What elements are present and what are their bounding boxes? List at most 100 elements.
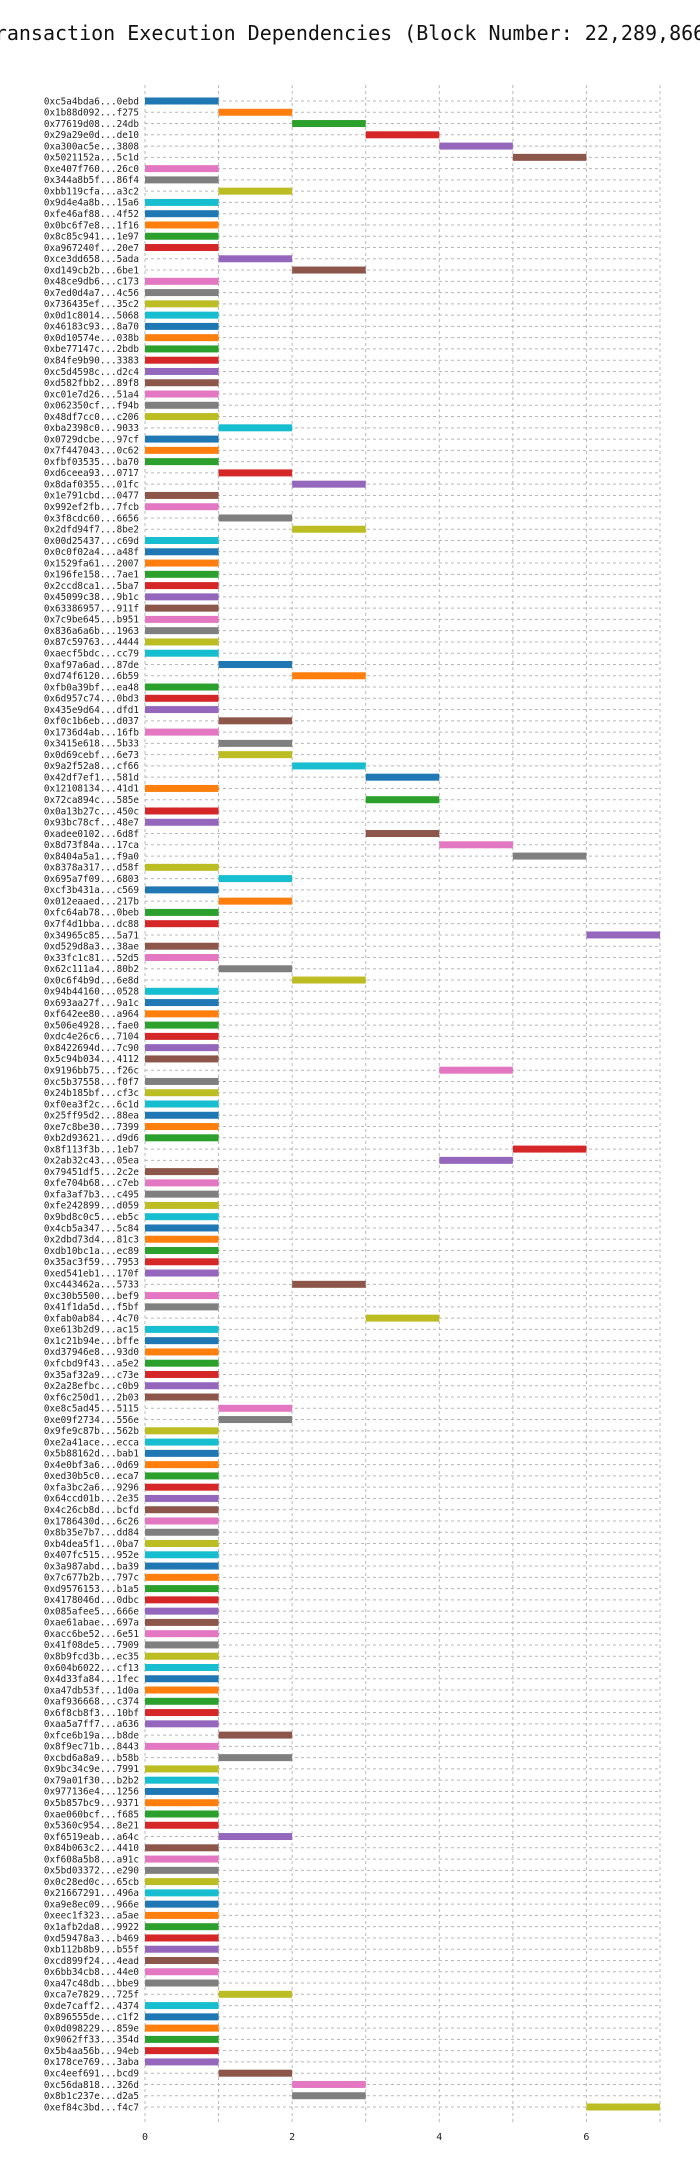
transaction-label: 0x29a29e0d...de10 (44, 130, 139, 141)
transaction-bar (218, 2069, 293, 2077)
transaction-bar (145, 165, 219, 173)
transaction-bar (145, 1348, 219, 1356)
transaction-label: 0x736435ef...35c2 (44, 299, 139, 310)
transaction-bar (145, 289, 219, 297)
transaction-bar (145, 390, 219, 398)
transaction-bar (145, 1449, 219, 1457)
transaction-label: 0x79a01f30...b2b2 (44, 1775, 139, 1786)
transaction-label: 0x41f08de5...7909 (44, 1640, 139, 1651)
transaction-label: 0x48df7cc0...c206 (44, 412, 139, 423)
transaction-bar (145, 210, 219, 218)
transaction-label: 0x0d69cebf...6e73 (44, 750, 139, 761)
transaction-bar (145, 1596, 219, 1604)
transaction-bar (292, 2092, 366, 2100)
transaction-bar (218, 739, 293, 747)
transaction-label: 0xfce6b19a...b8de (44, 1730, 140, 1741)
transaction-label: 0x9a2f52a8...cf66 (44, 761, 139, 772)
transaction-label: 0xa967240f...20e7 (44, 243, 139, 254)
transaction-label: 0x1e791cbd...0477 (44, 491, 139, 502)
transaction-bar (145, 1663, 219, 1671)
transaction-label: 0xd149cb2b...6be1 (44, 265, 139, 276)
transaction-label: 0xc5a4bda6...0ebd (44, 96, 139, 107)
transaction-label: 0x6bb34cb8...44e0 (44, 1967, 139, 1978)
transaction-bar (145, 1607, 219, 1615)
transaction-bar (218, 514, 293, 522)
transaction-label: 0x4cb5a347...5c84 (44, 1223, 140, 1234)
transaction-label: 0x0d098229...859e (44, 2023, 140, 2034)
transaction-label: 0x1736d4ab...16fb (44, 727, 140, 738)
transaction-bar (145, 1213, 219, 1221)
x-tick-label: 0 (142, 2132, 148, 2143)
transaction-bar (439, 142, 513, 150)
transaction-bar (145, 548, 219, 556)
transaction-label: 0x9bc34c9e...7991 (44, 1764, 139, 1775)
transaction-bar (145, 999, 219, 1007)
transaction-label: 0x506e4928...fae0 (44, 1020, 139, 1031)
transaction-label: 0x8c85c941...1e97 (44, 232, 139, 243)
transaction-label: 0xfa3af7b3...c495 (44, 1189, 139, 1200)
transaction-bar (218, 965, 293, 973)
transaction-label: 0x5b88162d...bab1 (44, 1449, 139, 1460)
transaction-label: 0xfe242899...d059 (44, 1201, 139, 1212)
transaction-bar (145, 1957, 219, 1964)
transaction-bar (292, 480, 366, 488)
transaction-bar (145, 908, 219, 916)
transaction-bar (145, 491, 219, 499)
transaction-bar (145, 1393, 219, 1401)
transaction-label: 0x5021152a...5c1d (44, 153, 139, 164)
transaction-bar (145, 198, 219, 206)
transaction-bar (512, 852, 587, 860)
transaction-bar (145, 582, 219, 590)
transaction-label: 0xc5b37558...f0f7 (44, 1077, 139, 1088)
transaction-bar (145, 1337, 219, 1345)
transaction-label: 0xfbf03535...ba70 (44, 457, 139, 468)
transaction-bar (145, 1979, 219, 1987)
transaction-label: 0xd59478a3...b469 (44, 1933, 139, 1944)
transaction-bar (145, 1427, 219, 1435)
transaction-bar (365, 131, 440, 139)
transaction-bar (145, 694, 219, 702)
grid-layer (144, 85, 661, 2122)
transaction-bar (145, 1878, 219, 1886)
transaction-bar (145, 1585, 219, 1593)
transaction-bar (145, 322, 219, 330)
transaction-label: 0x79451df5...2c2e (44, 1167, 140, 1178)
transaction-bar (292, 762, 366, 770)
transaction-label: 0x8378a317...d58f (44, 863, 139, 874)
transaction-label: 0xaa5a7ff7...a636 (44, 1719, 139, 1730)
transaction-bar (145, 1055, 219, 1063)
transaction-label: 0x63386957...911f (44, 603, 139, 614)
transaction-label: 0x1c21b94e...bffe (44, 1336, 140, 1347)
transaction-label: 0x84fe9b90...3383 (44, 356, 139, 367)
transaction-label: 0xaecf5bdc...cc79 (44, 649, 139, 660)
transaction-bar (145, 1889, 219, 1897)
transaction-label: 0x8daf0355...01fc (44, 479, 139, 490)
transaction-label: 0x012eaaed...217b (44, 896, 140, 907)
transaction-bar (145, 1506, 219, 1514)
transaction-label: 0xb112b8b9...b55f (44, 1945, 139, 1956)
transaction-bar (145, 1382, 219, 1390)
transaction-label: 0x9196bb75...f26c (44, 1065, 139, 1076)
transaction-bar (218, 897, 293, 905)
transaction-bar (145, 300, 219, 308)
transaction-label: 0x0c28ed0c...65cb (44, 1877, 140, 1888)
transaction-bar (145, 1923, 219, 1931)
transaction-label: 0xde7caff2...4374 (44, 2001, 140, 2012)
transaction-label: 0xe7c8be30...7399 (44, 1122, 139, 1133)
transaction-label: 0x9fe9c87b...562b (44, 1426, 140, 1437)
transaction-bar (145, 413, 219, 421)
transaction-label: 0xa47c48db...bbe9 (44, 1978, 139, 1989)
transaction-bar (218, 1404, 293, 1412)
transaction-label: 0xc4eef691...bcd9 (44, 2068, 139, 2079)
transaction-label: 0xe2a41ace...ecca (44, 1437, 139, 1448)
transaction-label: 0x35ac3f59...7953 (44, 1257, 139, 1268)
transaction-label: 0xfab0ab84...4c70 (44, 1313, 139, 1324)
transaction-bar (145, 1032, 219, 1040)
transaction-bar (145, 1686, 219, 1694)
transaction-label: 0xf608a5b8...a91c (44, 1854, 139, 1865)
transaction-bar (145, 920, 219, 928)
transaction-label: 0x7c677b2b...797c (44, 1573, 139, 1584)
transaction-bar (145, 367, 219, 375)
transaction-label: 0xe09f2734...556e (44, 1415, 140, 1426)
transaction-label: 0xeec1f323...a5ae (44, 1911, 140, 1922)
